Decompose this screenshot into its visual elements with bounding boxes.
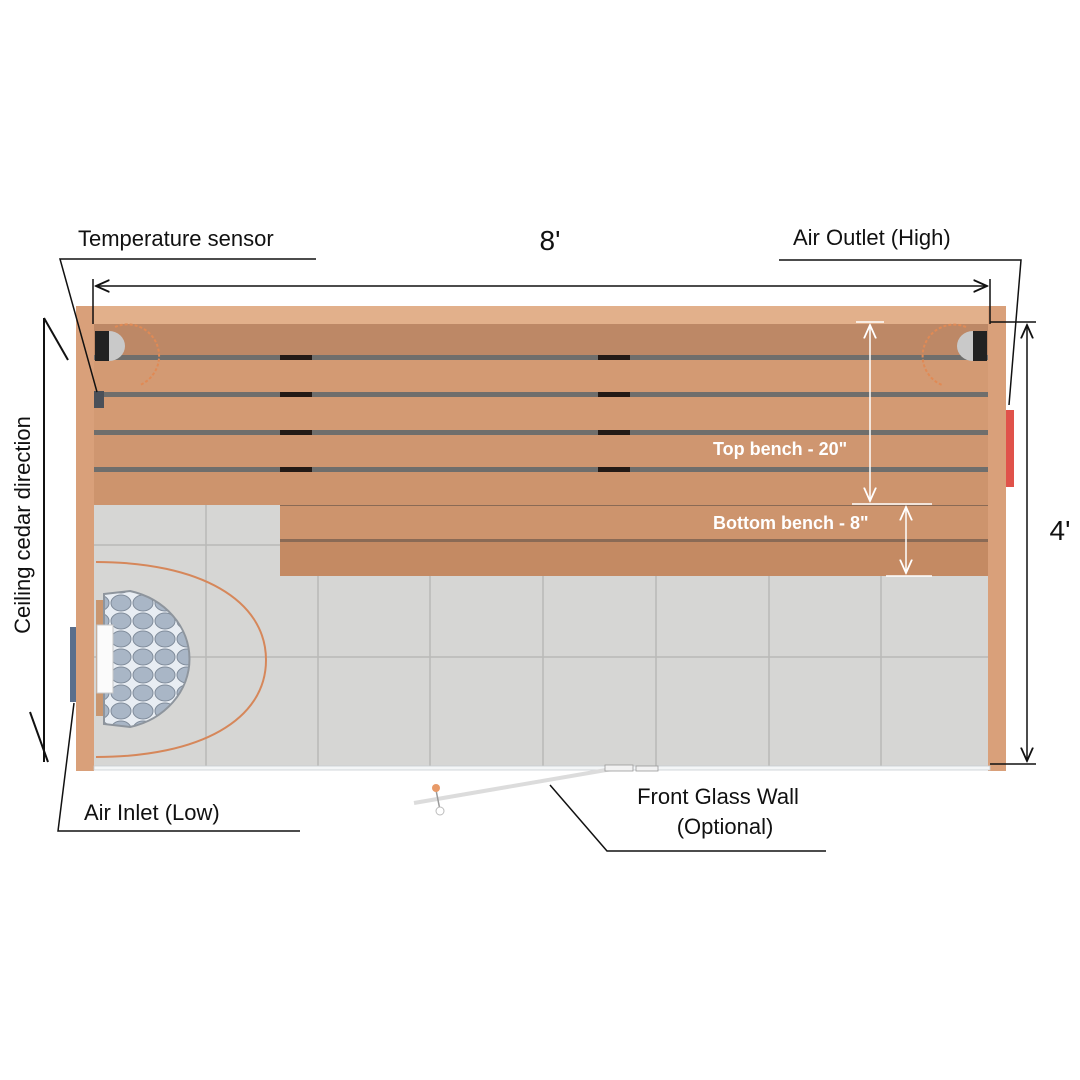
front-glass-callout bbox=[549, 784, 826, 852]
bottom-bench-label: Bottom bench - 8" bbox=[713, 513, 869, 533]
temperature-sensor-icon bbox=[94, 391, 104, 408]
front-glass-label-line1: Front Glass Wall bbox=[637, 784, 799, 809]
front-glass-label-line2: (Optional) bbox=[677, 814, 774, 839]
air-outlet-label: Air Outlet (High) bbox=[793, 225, 951, 250]
ceiling-light-right bbox=[921, 323, 987, 386]
temperature-sensor-label: Temperature sensor bbox=[78, 226, 274, 251]
ceiling-direction-arrow bbox=[29, 317, 69, 763]
air-inlet-vent bbox=[70, 627, 76, 702]
top-bench-dimension: Top bench - 20" bbox=[713, 321, 932, 505]
bottom-bench-dimension: Bottom bench - 8" bbox=[713, 507, 932, 577]
bottom-bench bbox=[280, 505, 988, 576]
top-bench bbox=[94, 324, 988, 505]
width-dimension: 8' bbox=[92, 225, 991, 324]
air-inlet-callout bbox=[57, 702, 300, 832]
air-outlet-callout bbox=[779, 259, 1022, 406]
glass-door bbox=[413, 764, 659, 816]
ceiling-direction-label: Ceiling cedar direction bbox=[10, 416, 35, 634]
depth-dimension: 4' bbox=[990, 321, 1071, 765]
temperature-sensor-callout bbox=[59, 258, 316, 393]
top-bench-label: Top bench - 20" bbox=[713, 439, 847, 459]
air-inlet-label: Air Inlet (Low) bbox=[84, 800, 220, 825]
wood-walls bbox=[76, 306, 1006, 771]
ceiling-light-left bbox=[95, 323, 161, 386]
air-outlet-vent bbox=[1006, 410, 1014, 487]
sauna-heater bbox=[95, 561, 268, 758]
width-label: 8' bbox=[540, 225, 561, 256]
depth-label: 4' bbox=[1050, 515, 1071, 546]
